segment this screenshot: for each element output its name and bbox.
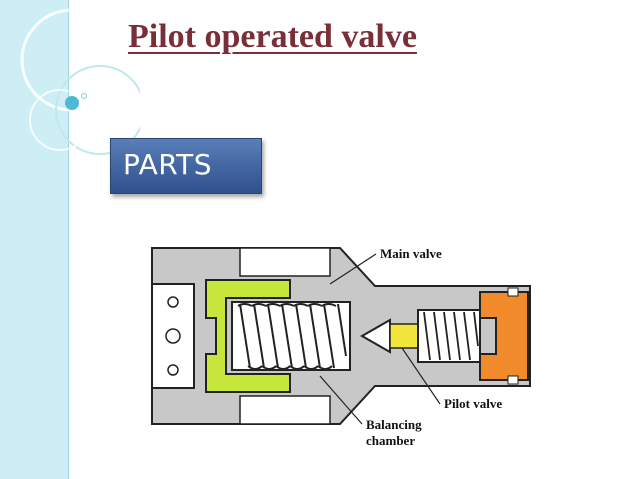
main-valve-leader: [329, 253, 377, 285]
label-chamber: chamber: [366, 433, 415, 448]
top-channel: [239, 247, 331, 277]
slide-sidebar: [0, 0, 68, 479]
label-balancing: Balancing: [366, 417, 422, 432]
label-main-valve: Main valve: [380, 246, 442, 261]
parts-banner: PARTS: [110, 138, 262, 194]
port-hole-bottom: [167, 364, 179, 376]
balancing-leader: [319, 375, 363, 425]
valve-diagram: Main valve Pilot valve Balancing chamber: [151, 246, 531, 448]
slide-title: Pilot operated valve: [128, 18, 417, 55]
bottom-channel: [239, 395, 331, 425]
pilot-valve-leader: [401, 347, 441, 405]
pilot-adjuster: [479, 291, 529, 381]
sidebar-divider: [68, 0, 69, 479]
main-spring: [237, 303, 347, 370]
main-valve-piston: [205, 279, 291, 393]
port-hole-mid: [165, 328, 181, 344]
pilot-tip: [389, 323, 419, 349]
label-pilot-valve: Pilot valve: [444, 396, 502, 411]
adjuster-slot-bottom: [507, 375, 519, 385]
parts-label: PARTS: [123, 148, 213, 181]
adjuster-slot-top: [507, 287, 519, 297]
port-hole-top: [167, 296, 179, 308]
pilot-spring: [423, 311, 479, 361]
decorative-circles: [20, 8, 140, 155]
